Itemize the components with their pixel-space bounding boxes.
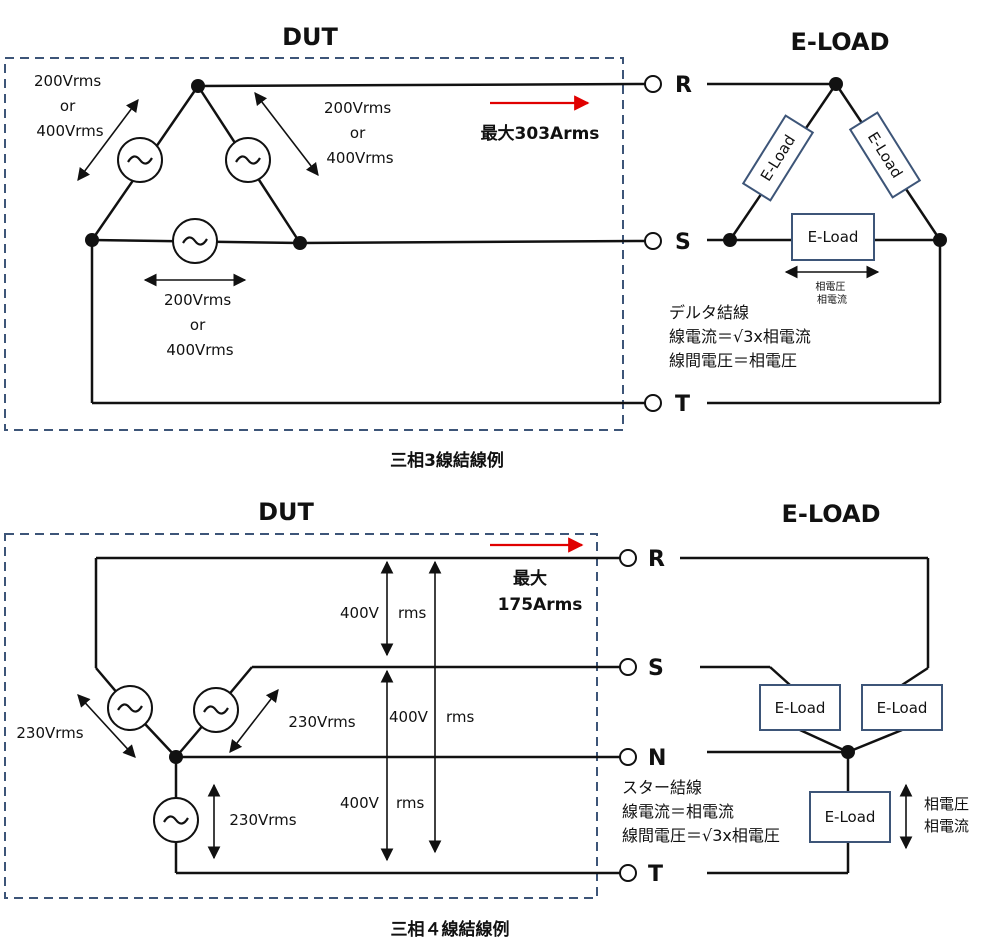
max-current-label: 最大303Arms: [481, 123, 600, 144]
dut-title: DUT: [258, 498, 314, 526]
ac-source-b: [193, 687, 239, 733]
sine-icon: [163, 815, 189, 825]
terminal-r: [644, 75, 662, 93]
ac-source-left: [117, 137, 163, 183]
line-voltage-label: 400V: [340, 604, 380, 622]
star-load-wiring: [680, 556, 930, 875]
voltage-arrow-left: [77, 98, 139, 182]
terminal-r-label: R: [675, 73, 692, 98]
svg-text:E-Load: E-Load: [775, 699, 826, 717]
terminal-s: [619, 658, 637, 676]
delta-source-wiring: [90, 82, 646, 405]
node: [191, 79, 205, 93]
terminal-r-label: R: [648, 547, 665, 572]
rms-label: rms: [396, 794, 425, 812]
terminal-s: [644, 232, 662, 250]
eload-box-r: E-Load: [861, 684, 943, 731]
neutral-node: [169, 750, 183, 764]
eload-title: E-LOAD: [790, 28, 889, 56]
ac-source-bottom: [172, 218, 218, 264]
eload-box-s: E-Load: [759, 684, 841, 731]
phase-voltage-b: 230Vrms: [288, 713, 355, 731]
delta-section: DUT E-LOAD: [4, 23, 947, 471]
eload-box-t: E-Load: [809, 791, 891, 843]
terminal-n-label: N: [648, 746, 666, 771]
svg-text:E-Load: E-Load: [808, 228, 859, 246]
delta-caption: 三相3線結線例: [390, 450, 504, 471]
terminal-t-label: T: [675, 392, 690, 417]
rms-label: rms: [446, 708, 475, 726]
terminal-s-label: S: [648, 656, 664, 681]
rms-label: rms: [398, 604, 427, 622]
delta-notes: デルタ結線 線電流＝√3x相電流 線間電圧＝相電圧: [669, 303, 816, 370]
line-voltage-label: 400V: [389, 708, 429, 726]
terminal-n: [619, 748, 637, 766]
svg-text:E-Load: E-Load: [825, 808, 876, 826]
node: [933, 233, 947, 247]
terminal-r: [619, 549, 637, 567]
phase-voltage-arrow-a: [77, 694, 136, 758]
eload-title: E-LOAD: [781, 500, 880, 528]
source-bottom-voltage: 200Vrms or 400Vrms: [164, 291, 236, 359]
ac-source-a: [107, 685, 153, 731]
eload-box-bottom: E-Load: [791, 213, 875, 261]
phase-voltage-a: 230Vrms: [16, 724, 83, 742]
dut-boundary: [4, 533, 598, 899]
ac-source-right: [225, 137, 271, 183]
svg-text:E-Load: E-Load: [877, 699, 928, 717]
sine-icon: [182, 236, 208, 246]
phase-voltage-arrow-b: [229, 688, 279, 754]
terminal-t: [619, 864, 637, 882]
node: [723, 233, 737, 247]
node: [829, 77, 843, 91]
load-neutral-node: [841, 745, 855, 759]
star-section: DUT E-LOAD: [4, 498, 974, 940]
voltage-arrow-right: [254, 91, 319, 177]
ac-source-c: [153, 797, 199, 843]
star-notes: スター結線 線電流＝相電流 線間電圧＝√3x相電圧: [622, 778, 780, 845]
eload-box-right: E-Load: [848, 111, 922, 199]
phase-label: 相電圧 相電流: [815, 280, 848, 306]
dut-boundary: [4, 57, 624, 431]
terminal-s-label: S: [675, 230, 691, 255]
terminal-t: [644, 394, 662, 412]
line-voltage-label: 400V: [340, 794, 380, 812]
star-caption: 三相４線結線例: [391, 919, 510, 940]
source-left-voltage: 200Vrms or 400Vrms: [34, 72, 106, 140]
max-current-label: 最大 175Arms: [498, 568, 583, 615]
sine-icon: [203, 705, 229, 715]
eload-box-left: E-Load: [741, 114, 815, 202]
terminal-t-label: T: [648, 862, 663, 887]
phase-voltage-c: 230Vrms: [229, 811, 296, 829]
node: [293, 236, 307, 250]
source-right-voltage: 200Vrms or 400Vrms: [324, 99, 396, 167]
dut-title: DUT: [282, 23, 338, 51]
node: [85, 233, 99, 247]
phase-label: 相電圧 相電流: [924, 795, 974, 835]
